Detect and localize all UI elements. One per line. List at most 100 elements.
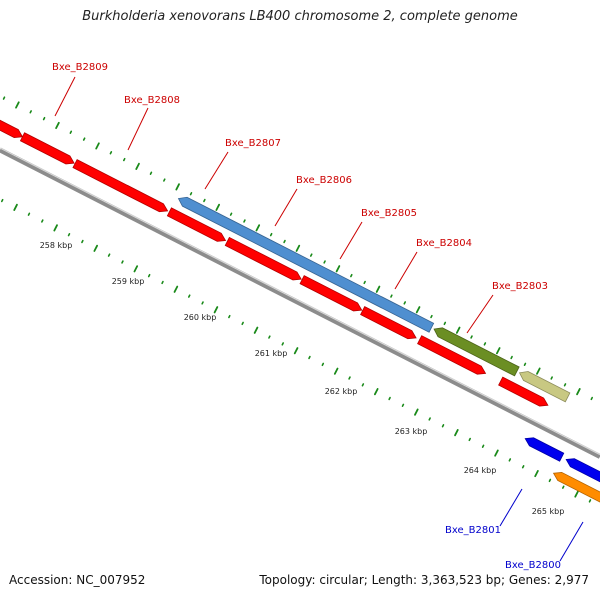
inner-tick (53, 224, 58, 232)
gene-label: Bxe_B2807 (225, 138, 281, 149)
outer-tick (189, 192, 193, 196)
gene-feature (177, 196, 435, 333)
outer-tick (483, 342, 487, 346)
outer-tick (455, 326, 461, 334)
ruler-label: 261 kbp (255, 349, 288, 358)
inner-tick (93, 244, 99, 252)
outer-tick (2, 96, 6, 100)
outer-tick (15, 101, 20, 109)
inner-tick (401, 403, 405, 407)
label-leader-line (54, 76, 76, 117)
gene-label: Bxe_B2809 (52, 62, 108, 73)
inner-tick (0, 198, 4, 203)
gene-feature (166, 207, 227, 242)
outer-tick (495, 347, 501, 355)
inner-tick (241, 321, 244, 326)
gene-feature (299, 275, 363, 312)
accession-text: Accession: NC_007952 (9, 573, 146, 587)
outer-tick (42, 116, 46, 121)
outer-tick (390, 294, 393, 298)
outer-tick (550, 376, 553, 380)
inner-tick (494, 449, 499, 457)
outer-tick (55, 121, 60, 130)
inner-tick (133, 265, 139, 273)
label-leader-line (466, 294, 494, 334)
outer-tick (295, 244, 301, 252)
gene-feature (224, 236, 302, 281)
inner-tick (121, 260, 124, 264)
outer-tick (430, 314, 433, 319)
inner-tick (562, 485, 565, 489)
inner-tick (41, 219, 44, 223)
map-title: Burkholderia xenovorans LB400 chromosome… (82, 9, 518, 24)
inner-tick (348, 376, 351, 380)
outer-tick (255, 224, 261, 232)
outer-tick (229, 212, 233, 216)
outer-tick (443, 321, 447, 326)
inner-tick (534, 469, 539, 478)
inner-tick (388, 396, 391, 401)
outer-tick (536, 367, 541, 375)
inner-tick (321, 362, 325, 367)
inner-tick (13, 203, 18, 211)
outer-tick (470, 335, 473, 339)
label-leader-line (274, 188, 298, 227)
inner-tick (173, 285, 179, 293)
inner-tick (67, 232, 71, 237)
gene-label: Bxe_B2808 (124, 95, 180, 106)
inner-tick (201, 301, 204, 305)
backbone-highlight (0, 147, 600, 456)
inner-tick (213, 306, 219, 314)
gene-label: Bxe_B2801 (445, 525, 501, 536)
label-leader-line (559, 521, 584, 562)
gene-feature (417, 335, 487, 375)
ruler-label: 263 kbp (395, 427, 428, 436)
outer-tick (135, 162, 140, 170)
outer-tick (122, 157, 126, 162)
inner-tick (161, 280, 164, 285)
inner-tick (228, 314, 231, 319)
inner-tick (268, 335, 271, 339)
outer-tick (335, 265, 341, 273)
gene-feature (0, 119, 24, 139)
inner-tick (253, 326, 259, 334)
outer-tick (69, 130, 73, 134)
inner-tick (333, 367, 339, 375)
label-leader-line (127, 107, 149, 151)
inner-tick (588, 499, 592, 503)
genome-summary-text: Topology: circular; Length: 3,363,523 bp… (259, 573, 589, 587)
gene-feature (565, 458, 600, 483)
gene-feature (518, 371, 571, 403)
inner-tick (281, 342, 285, 346)
inner-tick (81, 239, 84, 244)
outer-tick (309, 253, 313, 257)
outer-tick (375, 285, 381, 293)
inner-tick (468, 437, 472, 442)
ruler-label: 264 kbp (464, 466, 497, 475)
outer-tick (203, 198, 206, 203)
outer-tick (363, 280, 366, 285)
outer-tick (590, 396, 594, 401)
ruler-label: 265 kbp (532, 507, 565, 516)
outer-tick (510, 355, 513, 360)
gene-feature (72, 159, 169, 213)
outer-tick (109, 151, 113, 155)
outer-tick (350, 273, 353, 278)
inner-tick (521, 465, 525, 469)
inner-tick (293, 347, 299, 355)
outer-tick (576, 388, 581, 396)
inner-tick (574, 490, 579, 498)
inner-tick (373, 388, 379, 396)
ruler-label: 259 kbp (112, 277, 145, 286)
inner-tick (548, 478, 552, 483)
inner-tick (27, 212, 31, 216)
gene-label: Bxe_B2805 (361, 208, 417, 219)
label-leader-line (339, 221, 363, 260)
inner-tick (428, 417, 431, 421)
outer-tick (82, 137, 86, 141)
ruler-label: 262 kbp (325, 387, 358, 396)
label-leader-line (204, 151, 229, 190)
inner-tick (441, 424, 445, 428)
outer-tick (163, 178, 166, 182)
